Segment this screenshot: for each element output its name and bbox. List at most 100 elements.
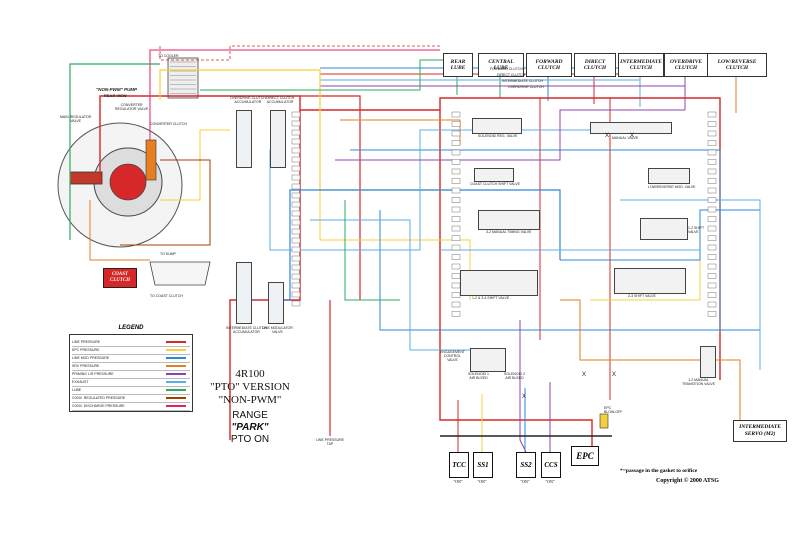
passage-port	[451, 216, 461, 222]
low-reverse-mod-valve	[648, 168, 690, 184]
solenoid2-bleed-label: SOLENOID 2 AIR BLEED	[504, 372, 526, 380]
pwm-title: "NON-PWM"	[218, 394, 282, 406]
solenoid-ccs-state: "ON"	[545, 479, 555, 484]
shift-valve-12-label: 1-2 & 3-4 SHIFT VALVE	[472, 296, 510, 300]
passage-port	[451, 206, 461, 213]
passage-port	[707, 225, 717, 232]
passage-port	[291, 156, 301, 163]
passage-port	[291, 237, 301, 244]
passage-port	[451, 273, 461, 279]
main-regulator-valve	[69, 171, 103, 185]
pto-status: PTO ON	[230, 434, 270, 445]
line-modulator-label: LINE MODULATOR VALVE	[262, 326, 293, 334]
direct-accumulator-label: DIRECT CLUTCH ACCUMULATOR	[266, 96, 295, 104]
shift-valve-x-label: 1-2 SHIFT VALVE	[688, 226, 705, 234]
line-modulator-valve	[268, 282, 284, 324]
legend-item: PRIMING L/R PRESSURE	[72, 371, 190, 379]
header-box-central-lube: CENTRAL LUBE	[478, 53, 524, 77]
lube-passage	[344, 200, 400, 301]
header-box-intermediate-clutch: INTERMEDIATE CLUTCH	[618, 53, 664, 77]
line-pressure-tap-label: LINE PRESSURE TAP	[316, 438, 345, 446]
legend-item-label: PRIMING L/R PRESSURE	[72, 372, 114, 376]
passage-port	[451, 263, 461, 270]
header-box-direct-clutch: DIRECT CLUTCH	[574, 53, 616, 77]
exhaust-mark: X	[522, 394, 527, 400]
passage-port	[707, 235, 717, 241]
passage-port	[291, 255, 301, 262]
passage-port	[707, 206, 717, 213]
exhaust-passage	[620, 199, 761, 370]
line-mod-passage	[560, 209, 760, 261]
passage-port	[707, 282, 717, 289]
passage-port	[707, 187, 717, 194]
passage-port	[291, 192, 301, 199]
legend-swatch	[166, 381, 186, 383]
low-reverse-mod-label: LOW/REVERSE MOD. VALVE	[648, 185, 696, 189]
pump-title: "NON-PWM" PUMP	[96, 87, 138, 92]
passage-port	[451, 149, 461, 156]
passage-port	[451, 254, 461, 260]
solenoid-ss1: SS1	[473, 452, 493, 478]
passage-port	[707, 159, 717, 165]
passage-port	[291, 273, 301, 280]
passage-port	[451, 301, 461, 308]
manual-valve	[590, 122, 672, 134]
passage-port	[291, 228, 301, 235]
legend-item-label: SRV PRESSURE	[72, 364, 100, 368]
passage-port	[451, 292, 461, 298]
legend-swatch	[166, 389, 186, 391]
exhaust-mark: X	[630, 133, 635, 139]
coast-clutch-shift-valve	[474, 168, 514, 182]
passage-port	[291, 246, 301, 253]
passage-port	[291, 201, 301, 208]
passage-port	[707, 301, 717, 308]
passage-port	[291, 111, 301, 118]
range-value: "PARK"	[231, 422, 269, 433]
priming-passage	[335, 109, 685, 161]
range-label: RANGE	[232, 410, 268, 421]
od-accumulator-label: OVERDRIVE CLUTCH ACCUMULATOR	[230, 96, 266, 104]
footnote: *=passage in the gasket to orifice	[620, 468, 698, 474]
passage-port	[707, 168, 717, 175]
header-box-forward-clutch: FORWARD CLUTCH	[526, 53, 572, 77]
srv-passage	[340, 119, 461, 145]
passage-port	[707, 140, 717, 146]
pump-subtitle: REAR VIEW	[104, 93, 127, 98]
passage-port	[707, 311, 717, 317]
model-title: 4R100	[235, 368, 265, 380]
legend-item-label: LUBE	[72, 388, 82, 392]
passage-port	[451, 235, 461, 241]
legend-swatch	[166, 365, 186, 367]
passage-port	[707, 197, 717, 203]
passage-port	[707, 273, 717, 279]
manual-timing-label: 3-2 MANUAL TIMING VALVE	[486, 230, 532, 234]
passage-port	[291, 210, 301, 217]
label-overdrive-clutch-line: OVERDRIVE CLUTCH	[508, 85, 544, 89]
solenoid1-bleed-label: SOLENOID 1 AIR BLEED	[468, 372, 490, 380]
legend-item: LINE PRESSURE	[72, 339, 190, 347]
legend-swatch	[166, 341, 186, 343]
passage-port	[451, 140, 461, 146]
line-pressure-passage	[300, 95, 361, 300]
line-mod-passage	[280, 189, 561, 301]
header-box-overdrive-clutch: OVERDRIVE CLUTCH	[664, 53, 708, 77]
copyright: Copyright © 2000 ATSG	[656, 478, 719, 484]
transition-valve	[700, 346, 716, 378]
to-coast-label: TO COAST CLUTCH	[150, 294, 183, 298]
legend-swatch	[166, 373, 186, 375]
label-forward-clutch-line: FORWARD CLUTCH	[490, 67, 524, 71]
passage-port	[451, 187, 461, 194]
passage-port	[291, 138, 301, 145]
passage-port	[291, 165, 301, 172]
intermediate-accumulator	[236, 262, 252, 324]
direct-accumulator	[270, 110, 286, 168]
to-cooler-label: TO COOLER	[158, 54, 179, 58]
legend-swatch	[166, 357, 186, 359]
passage-port	[451, 111, 461, 118]
passage-port	[451, 121, 461, 127]
passage-port	[707, 121, 717, 127]
to-sump-label: TO SUMP	[160, 252, 176, 256]
solenoid-regulator-valve	[472, 118, 522, 134]
